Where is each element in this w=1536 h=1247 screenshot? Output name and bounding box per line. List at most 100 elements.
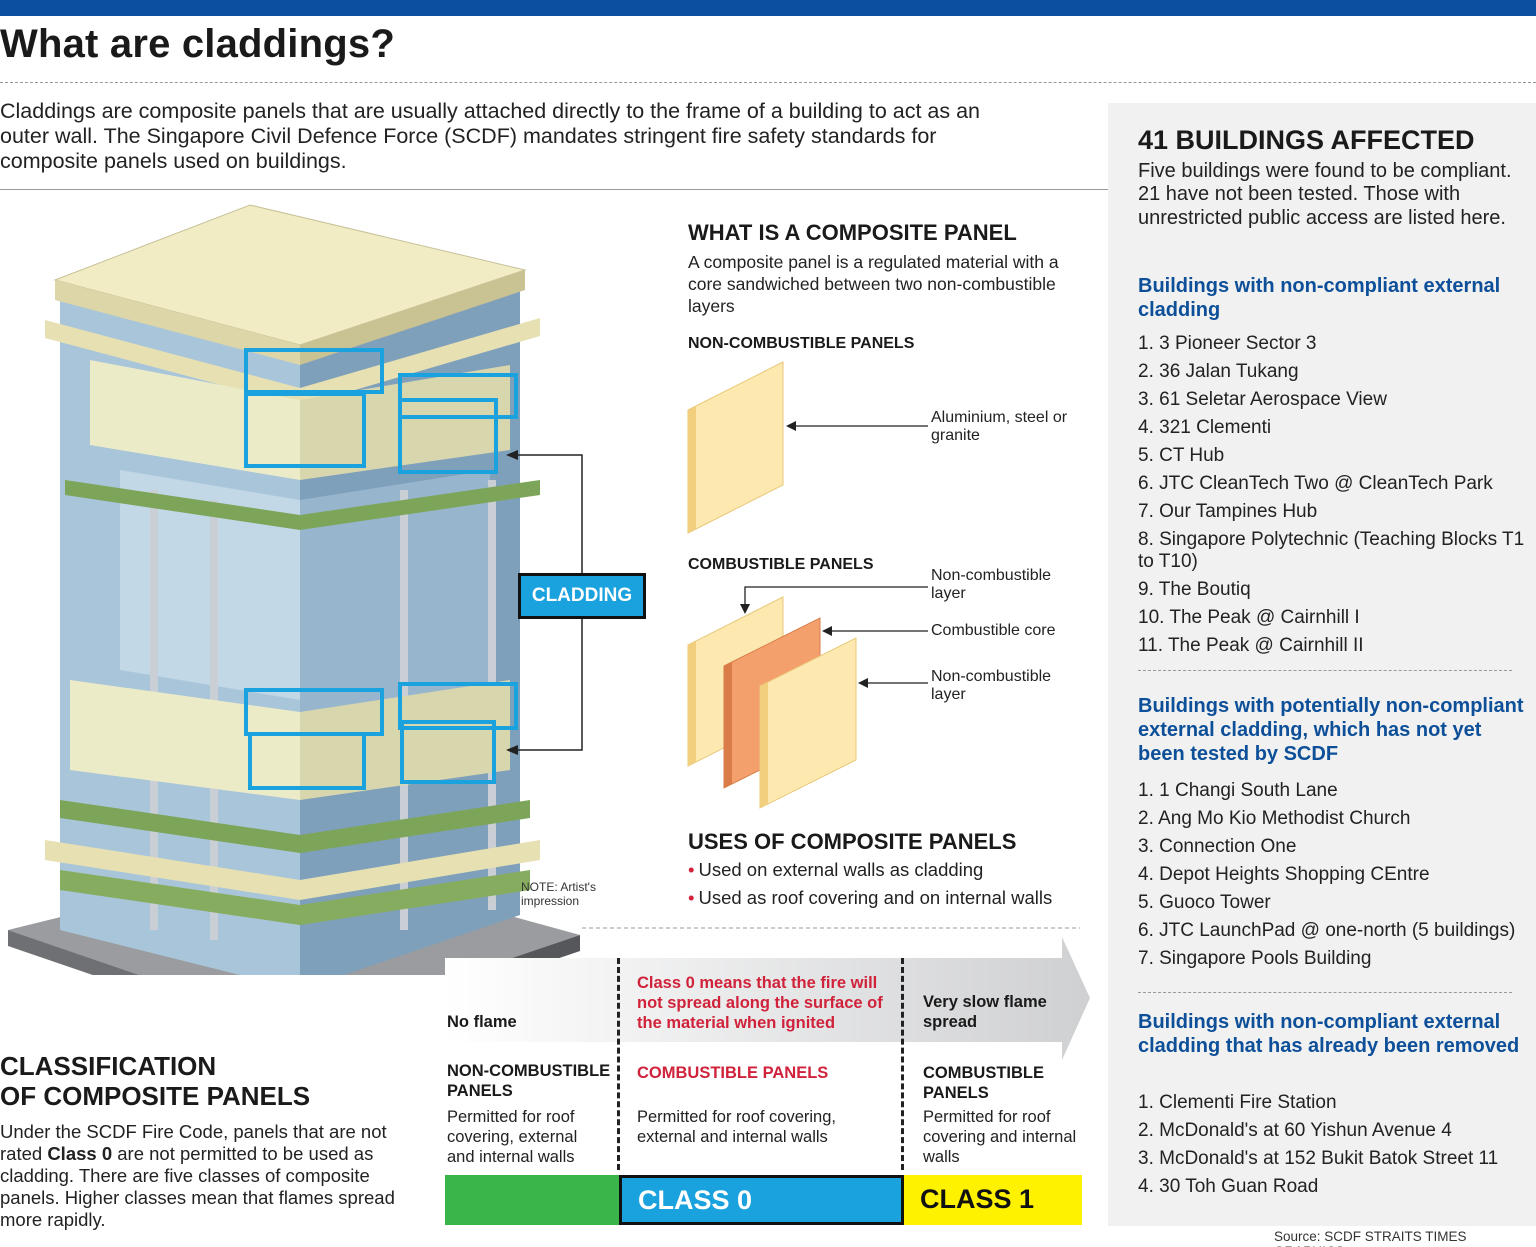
col3-top: Very slow flame spread: [923, 993, 1047, 1031]
col2-desc: Permitted for roof covering, external an…: [637, 1108, 836, 1146]
green-planter-band: [65, 480, 540, 530]
green-planter-band-3: [60, 870, 530, 925]
sidebar-divider: [1138, 992, 1512, 993]
page-title: What are claddings?: [0, 22, 395, 66]
list-item: 1. 1 Changi South Lane: [1138, 780, 1338, 801]
list-item: 2. McDonald's at 60 Yishun Avenue 4: [1138, 1120, 1452, 1141]
building-illustration: [8, 204, 583, 975]
layer-bottom-note: Non-combustible layer: [931, 668, 1052, 703]
sidebar-divider: [1138, 670, 1512, 671]
pointer-line: [744, 586, 928, 608]
pointer-arrow: [786, 421, 796, 431]
col1-top: No flame: [447, 1013, 517, 1031]
list-item: 3. McDonald's at 152 Bukit Batok Street …: [1138, 1148, 1499, 1169]
list-item: 4. 30 Toh Guan Road: [1138, 1176, 1319, 1197]
panel-edge: [760, 682, 768, 808]
green-planter-band-2: [60, 800, 530, 853]
column-divider: [901, 958, 904, 1170]
lower-band-left: [70, 680, 300, 800]
list-item: 4. 321 Clementi: [1138, 417, 1272, 438]
panel-diagrams: [687, 361, 928, 809]
list-item: 1. 3 Pioneer Sector 3: [1138, 333, 1317, 354]
callout-arrowhead: [506, 745, 518, 755]
list-item: 6. JTC CleanTech Two @ CleanTech Park: [1138, 473, 1493, 494]
composite-panel-description: A composite panel is a regulated materia…: [688, 252, 1059, 316]
col2-label: COMBUSTIBLE PANELS: [637, 1064, 829, 1082]
panel-edge: [688, 406, 696, 533]
list-item: 10. The Peak @ Cairnhill I: [1138, 607, 1360, 628]
desc-part: are not permitted to be used as cladding…: [0, 1143, 395, 1230]
list-item: 4. Depot Heights Shopping CEntre: [1138, 864, 1430, 885]
pointer-arrow: [740, 604, 750, 614]
cladding-highlight: [398, 373, 518, 419]
list-item: 9. The Boutiq: [1138, 579, 1251, 600]
cladding-highlight: [398, 682, 518, 730]
list-item: 7. Singapore Pools Building: [1138, 948, 1372, 969]
sidebar-panel: [1108, 103, 1536, 1226]
glass-shine-2: [300, 470, 490, 720]
list-item: •Used as roof covering and on internal w…: [688, 886, 1052, 914]
classification-heading-line1: CLASSIFICATION: [0, 1051, 217, 1081]
col1-label: NON-COMBUSTIBLE PANELS: [447, 1062, 611, 1100]
cladding-highlight: [244, 392, 366, 468]
list-item: 5. CT Hub: [1138, 445, 1225, 466]
floor-slab: [45, 318, 540, 406]
bullet-icon: •: [688, 859, 695, 880]
noncompliant-heading: Buildings with non-compliant external cl…: [1138, 275, 1501, 321]
top-accent-bar: [0, 0, 1536, 16]
noncompliant-list: 1. 3 Pioneer Sector 3 2. 36 Jalan Tukang…: [1138, 333, 1528, 663]
core-note: Combustible core: [931, 622, 1056, 639]
arrow-shape: [445, 937, 1090, 1060]
cladding-highlight: [248, 732, 366, 790]
potential-list: 1. 1 Changi South Lane 2. Ang Mo Kio Met…: [1138, 780, 1528, 976]
intro-text: Claddings are composite panels that are …: [0, 99, 981, 173]
layer-top-note: Non-combustible layer: [931, 567, 1052, 602]
classification-heading: CLASSIFICATION OF COMPOSITE PANELS: [0, 1051, 310, 1111]
col2-top: Class 0 means that the fire will not spr…: [637, 974, 883, 1032]
list-item: •Used on external walls as cladding: [688, 858, 1052, 886]
cladding-highlight: [398, 398, 498, 474]
noncombustible-panel: [687, 361, 784, 534]
potential-heading: Buildings with potentially non-compliant…: [1138, 695, 1524, 765]
title-divider: [0, 82, 1536, 83]
class-bar-green: [445, 1175, 619, 1225]
combustible-panels-label: COMBUSTIBLE PANELS: [688, 556, 874, 573]
removed-list: 1. Clementi Fire Station 2. McDonald's a…: [1138, 1092, 1528, 1204]
list-item: 8. Singapore Polytechnic (Teaching Block…: [1138, 529, 1525, 572]
col1-desc: Permitted for roof covering, external an…: [447, 1108, 578, 1166]
col3-label: COMBUSTIBLE PANELS: [923, 1064, 1044, 1102]
list-item: 5. Guoco Tower: [1138, 892, 1271, 913]
roof-slab-edge-2: [300, 270, 525, 365]
composite-panel-heading: WHAT IS A COMPOSITE PANEL: [688, 220, 1017, 245]
list-item: 2. Ang Mo Kio Methodist Church: [1138, 808, 1411, 829]
classification-description: Under the SCDF Fire Code, panels that ar…: [0, 1121, 410, 1231]
artist-note: NOTE: Artist's impression: [521, 880, 596, 908]
floor-slab-2: [45, 840, 540, 900]
class-0-bar: CLASS 0: [619, 1175, 904, 1225]
classification-heading-line2: OF COMPOSITE PANELS: [0, 1081, 311, 1111]
uses-item-text: Used as roof covering and on internal wa…: [698, 887, 1053, 908]
desc-part: Under the SCDF Fire Code, panels that ar…: [0, 1121, 387, 1164]
list-item: 1. Clementi Fire Station: [1138, 1092, 1337, 1113]
intro-divider: [0, 189, 1108, 190]
bullet-icon: •: [688, 887, 695, 908]
list-item: 11. The Peak @ Cairnhill II: [1138, 635, 1364, 656]
sidebar-description: Five buildings were found to be complian…: [1138, 160, 1512, 229]
source-credit: Source: SCDF STRAITS TIMES GRAPHICS: [1274, 1229, 1467, 1247]
lower-band-right: [300, 680, 510, 800]
callout-arrowhead: [506, 450, 518, 460]
core-edge: [724, 662, 732, 788]
list-item: 2. 36 Jalan Tukang: [1138, 361, 1299, 382]
uses-list: •Used on external walls as cladding •Use…: [688, 858, 1052, 914]
list-item: 3. 61 Seletar Aerospace View: [1138, 389, 1387, 410]
cladding-highlight: [400, 720, 496, 784]
cladding-label: CLADDING: [518, 573, 646, 619]
desc-bold: Class 0: [47, 1143, 113, 1164]
base-platform-side: [8, 930, 140, 975]
noncombustible-panels-label: NON-COMBUSTIBLE PANELS: [688, 335, 915, 352]
flame-spread-arrow: [445, 927, 1090, 1060]
list-item: 7. Our Tampines Hub: [1138, 501, 1318, 522]
list-item: 6. JTC LaunchPad @ one-north (5 building…: [1138, 920, 1516, 941]
roof-slab-edge: [55, 280, 300, 365]
sidebar-heading: 41 BUILDINGS AFFECTED: [1138, 125, 1475, 155]
